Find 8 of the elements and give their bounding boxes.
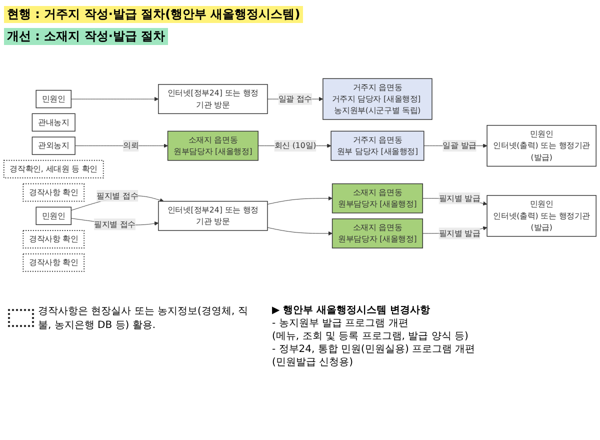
note-text: (메뉴, 조회 및 등록 프로그램, 발급 양식 등) (272, 330, 470, 343)
note-text: - 농지원부 발급 프로그램 개편 (272, 317, 410, 330)
legend-text: 경작사항은 현장실사 또는 농지정보(경영체, 직불, 농지은행 DB 등) 활용. (38, 305, 249, 332)
note-text: - 정부24, 통합 민원(민원실용) 프로그램 개편 (272, 343, 476, 356)
section-heading: 개선 : 소재지 작성·발급 절차 (4, 28, 168, 45)
note-heading: ▶ 행안부 새올행정시스템 변경사항 (272, 304, 432, 317)
note-text: (민원발급 신청용) (272, 356, 354, 369)
section-heading: 현행 : 거주지 작성·발급 절차(행안부 새올행정시스템) (4, 6, 304, 23)
